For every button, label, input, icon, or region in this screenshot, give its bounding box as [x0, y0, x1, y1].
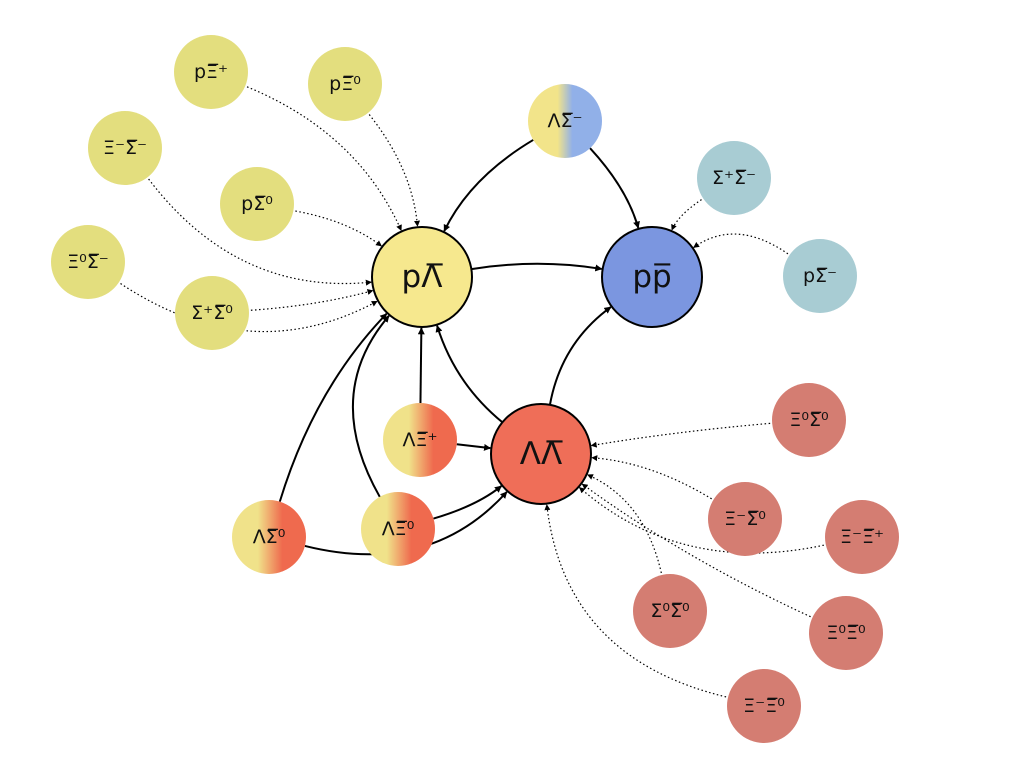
node-pSm: pΣ̅⁻	[783, 239, 857, 313]
node-circle-pS0	[220, 167, 294, 241]
node-layer: pΛ̅ pp̅ ΛΛ̅ pΞ̅⁺ pΞ̅⁰ Ξ⁻Σ̅⁻ pΣ̅⁰ Ξ⁰Σ̅⁻ Σ⁺Σ̅⁰ ΛΣ̅⁻…	[51, 35, 899, 743]
node-pXip: pΞ̅⁺	[174, 35, 248, 109]
node-label-LXi0: ΛΞ̅⁰	[382, 518, 415, 540]
edge-LS0-to-pL	[278, 313, 388, 502]
node-label-XimSm: Ξ⁻Σ̅⁻	[103, 137, 147, 159]
node-circle-pp	[601, 226, 703, 328]
node-circle-Xi0Sm	[51, 225, 125, 299]
edge-XimXip-to-LL	[579, 487, 824, 554]
node-label-Xi0Xi0: Ξ⁰Ξ̅⁰	[826, 622, 865, 644]
node-circle-Xi0Xi0	[809, 596, 883, 670]
node-S0S0: Σ⁰Σ̅⁰	[633, 574, 707, 648]
node-label-pXip: pΞ̅⁺	[194, 61, 228, 83]
node-label-pS0: pΣ̅⁰	[241, 193, 273, 215]
node-label-SpSm: Σ⁺Σ̅⁻	[712, 167, 756, 189]
node-circle-LS0	[232, 500, 306, 574]
node-Xi0S0: Ξ⁰Σ̅⁰	[772, 383, 846, 457]
edge-pXip-to-pL	[246, 86, 402, 231]
edge-XimSm-to-pL	[148, 178, 372, 286]
node-circle-LXip	[383, 403, 457, 477]
edge-layer	[120, 86, 824, 698]
edge-pSm-to-pp	[693, 233, 789, 255]
node-SpS0: Σ⁺Σ̅⁰	[175, 276, 249, 350]
edge-LXip-to-LL	[456, 443, 492, 451]
node-XimXi0: Ξ⁻Ξ̅⁰	[727, 669, 801, 743]
node-pS0: pΣ̅⁰	[220, 167, 294, 241]
edge-XimS0-to-LL	[591, 455, 712, 500]
node-circle-SpS0	[175, 276, 249, 350]
node-XimS0: Ξ⁻Σ̅⁰	[708, 482, 782, 556]
edge-LL-to-pL	[435, 325, 503, 424]
node-label-SpS0: Σ⁺Σ̅⁰	[191, 302, 233, 324]
node-label-pL: pΛ̅	[402, 259, 444, 295]
node-circle-XimXip	[825, 500, 899, 574]
node-LXip: ΛΞ̅⁺	[383, 403, 457, 477]
node-label-Xi0Sm: Ξ⁰Σ̅⁻	[67, 251, 109, 273]
node-label-XimXi0: Ξ⁻Ξ̅⁰	[743, 695, 785, 717]
edge-LXip-to-pL	[417, 327, 425, 404]
node-label-LXip: ΛΞ̅⁺	[402, 429, 437, 451]
edge-Xi0S0-to-LL	[590, 422, 771, 448]
node-circle-pXi0	[308, 47, 382, 121]
node-LL: ΛΛ̅	[490, 403, 592, 505]
node-label-LSm: ΛΣ̅⁻	[547, 110, 582, 132]
edge-pL-to-pp	[471, 262, 603, 272]
node-label-XimXip: Ξ⁻Ξ̅⁺	[840, 526, 884, 548]
node-circle-S0S0	[633, 574, 707, 648]
edge-XimXi0-to-LL	[544, 504, 727, 698]
edge-LXi0-to-pL	[351, 315, 390, 498]
node-label-LS0: ΛΣ̅⁰	[253, 526, 286, 548]
node-circle-pXip	[174, 35, 248, 109]
edge-SpS0-to-pL	[250, 289, 374, 311]
edge-pXi0-to-pL	[368, 114, 421, 227]
node-circle-SpSm	[697, 141, 771, 215]
node-circle-XimSm	[88, 111, 162, 185]
node-label-pp: pp̅	[632, 259, 671, 295]
node-pXi0: pΞ̅⁰	[308, 47, 382, 121]
node-circle-XimXi0	[727, 669, 801, 743]
node-label-LL: ΛΛ̅	[520, 436, 563, 472]
node-circle-pSm	[783, 239, 857, 313]
node-circle-LXi0	[361, 492, 435, 566]
node-LSm: ΛΣ̅⁻	[528, 84, 602, 158]
node-SpSm: Σ⁺Σ̅⁻	[697, 141, 771, 215]
edge-Xi0Sm-to-pL	[120, 283, 378, 333]
node-pL: pΛ̅	[371, 226, 473, 328]
edge-S0S0-to-LL	[587, 474, 662, 574]
node-LXi0: ΛΞ̅⁰	[361, 492, 435, 566]
node-label-XimS0: Ξ⁻Σ̅⁰	[724, 508, 766, 530]
node-label-pSm: pΣ̅⁻	[803, 265, 837, 287]
node-LS0: ΛΣ̅⁰	[232, 500, 306, 574]
edge-pS0-to-pL	[295, 210, 382, 247]
node-label-Xi0S0: Ξ⁰Σ̅⁰	[789, 409, 828, 431]
node-circle-XimS0	[708, 482, 782, 556]
edge-SpSm-to-pp	[671, 199, 702, 231]
node-Xi0Sm: Ξ⁰Σ̅⁻	[51, 225, 125, 299]
edge-LL-to-pp	[548, 306, 612, 405]
node-circle-LL	[490, 403, 592, 505]
edge-LSm-to-pp	[589, 147, 640, 229]
edge-LSm-to-pL	[443, 139, 534, 232]
node-circle-LSm	[528, 84, 602, 158]
node-circle-pL	[371, 226, 473, 328]
node-Xi0Xi0: Ξ⁰Ξ̅⁰	[809, 596, 883, 670]
node-XimSm: Ξ⁻Σ̅⁻	[88, 111, 162, 185]
node-label-pXi0: pΞ̅⁰	[329, 73, 361, 95]
node-XimXip: Ξ⁻Ξ̅⁺	[825, 500, 899, 574]
edge-LXi0-to-LL	[433, 485, 502, 520]
node-pp: pp̅	[601, 226, 703, 328]
node-circle-Xi0S0	[772, 383, 846, 457]
node-label-S0S0: Σ⁰Σ̅⁰	[650, 600, 689, 622]
